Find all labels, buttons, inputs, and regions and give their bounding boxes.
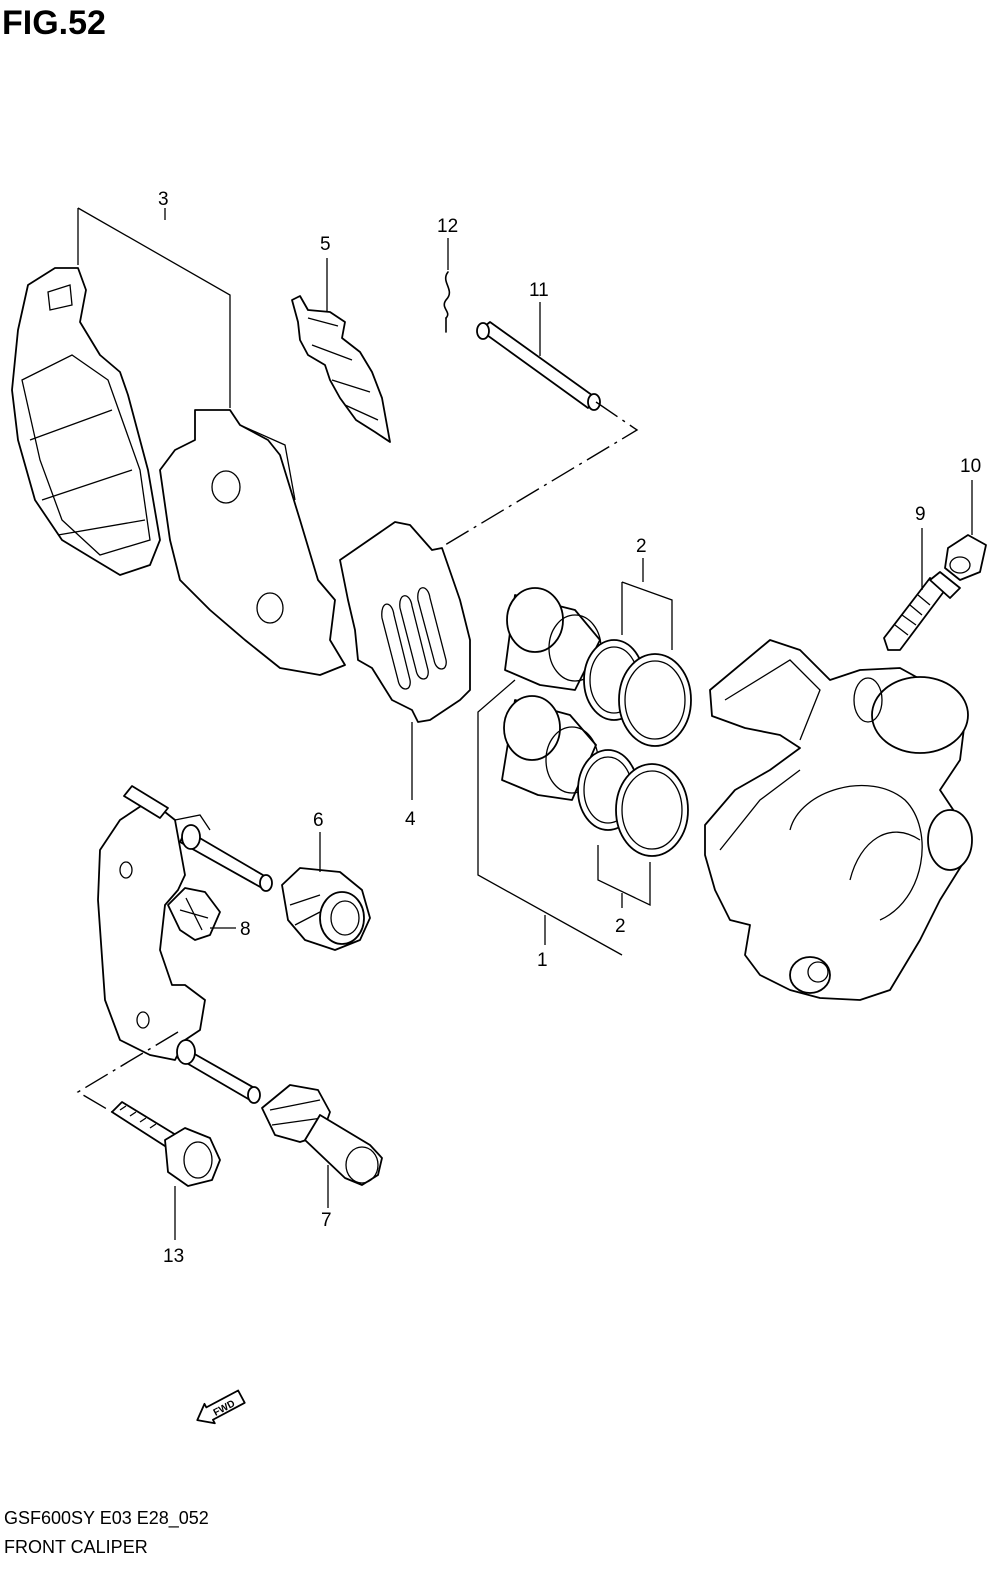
callout-8: 8	[240, 919, 251, 940]
pin-boot	[281, 867, 371, 951]
bleeder-cap	[944, 534, 987, 581]
callout-2-upper: 2	[636, 536, 647, 557]
fwd-label: FWD	[212, 1398, 237, 1418]
dust-seal-upper	[618, 653, 692, 747]
pad-spring	[291, 295, 391, 443]
piston-lower	[501, 695, 599, 801]
dust-seal-lower	[615, 763, 689, 857]
pad-pin	[476, 321, 601, 411]
leader-2-lower	[597, 845, 651, 908]
callout-10: 10	[960, 456, 981, 477]
diagram-name: FRONT CALIPER	[4, 1537, 148, 1557]
callout-12: 12	[437, 216, 458, 237]
callout-11: 11	[529, 280, 549, 301]
piston-upper	[504, 587, 602, 691]
pin-axis-line	[444, 401, 639, 546]
leader-2-upper	[621, 558, 673, 650]
brake-pad-outer	[11, 267, 161, 576]
sleeve-bolt	[261, 1084, 383, 1186]
retaining-clip	[443, 271, 451, 333]
callout-2-lower: 2	[615, 916, 626, 937]
callout-3: 3	[158, 189, 169, 210]
fwd-arrow-icon: FWD	[196, 1389, 246, 1425]
callout-7: 7	[321, 1210, 332, 1231]
callout-9: 9	[915, 504, 926, 525]
bracket-pin-lower	[176, 1039, 261, 1104]
bolt-axis-line	[76, 1031, 179, 1113]
callout-4: 4	[405, 809, 416, 830]
diagram-code: GSF600SY E03 E28_052	[4, 1508, 209, 1528]
pad-retainer	[167, 887, 221, 941]
brake-pad-inner	[159, 409, 346, 676]
leader-3	[77, 207, 231, 408]
bracket-pin-upper	[123, 785, 273, 892]
figure-title: FIG.52	[2, 4, 106, 42]
caliper-bracket	[97, 799, 211, 1061]
caliper-body	[704, 639, 973, 1001]
callout-6: 6	[313, 810, 324, 831]
callout-5: 5	[320, 234, 331, 255]
pad-shim	[339, 521, 471, 723]
mounting-bolt	[111, 1101, 221, 1187]
callout-13: 13	[163, 1246, 184, 1267]
leader-1	[477, 679, 623, 956]
callout-1: 1	[537, 950, 548, 971]
